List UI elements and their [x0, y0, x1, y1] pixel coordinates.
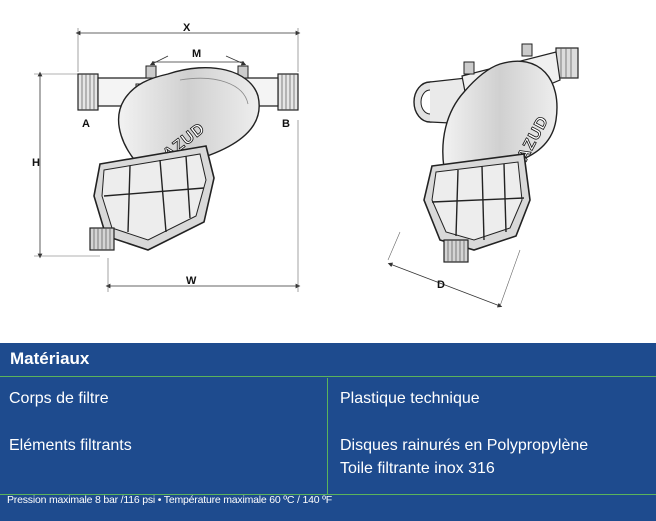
row-value-filter-elements-line2: Toile filtrante inox 316: [340, 460, 495, 477]
materials-table: Matériaux Corps de filtre Plastique tech…: [0, 343, 656, 521]
materials-title: Matériaux: [10, 349, 90, 368]
filter-perspective-view: D AZUD: [387, 43, 579, 308]
dimension-h-label: H: [32, 157, 40, 169]
dimension-x-label: X: [183, 22, 191, 34]
footnote-divider: [0, 494, 656, 495]
pressure-temperature-footnote: Pression maximale 8 bar /116 psi • Tempé…: [7, 494, 332, 506]
row-label-filter-body: Corps de filtre: [9, 390, 109, 407]
filter-front-view: X M H W A B: [32, 22, 301, 292]
row-label-filter-elements: Eléments filtrants: [9, 437, 132, 454]
materials-header: Matériaux: [0, 343, 656, 377]
row-value-filter-body: Plastique technique: [340, 390, 480, 407]
row-value-filter-elements-line1: Disques rainurés en Polypropylène: [340, 437, 589, 454]
column-divider: [327, 378, 328, 494]
dimension-w-label: W: [186, 275, 197, 287]
inlet-a-label: A: [82, 118, 90, 130]
outlet-b-label: B: [282, 118, 290, 130]
filter-technical-drawing: X M H W A B: [32, 22, 579, 308]
dimension-d-label: D: [437, 279, 445, 291]
dimension-m-label: M: [192, 48, 201, 60]
